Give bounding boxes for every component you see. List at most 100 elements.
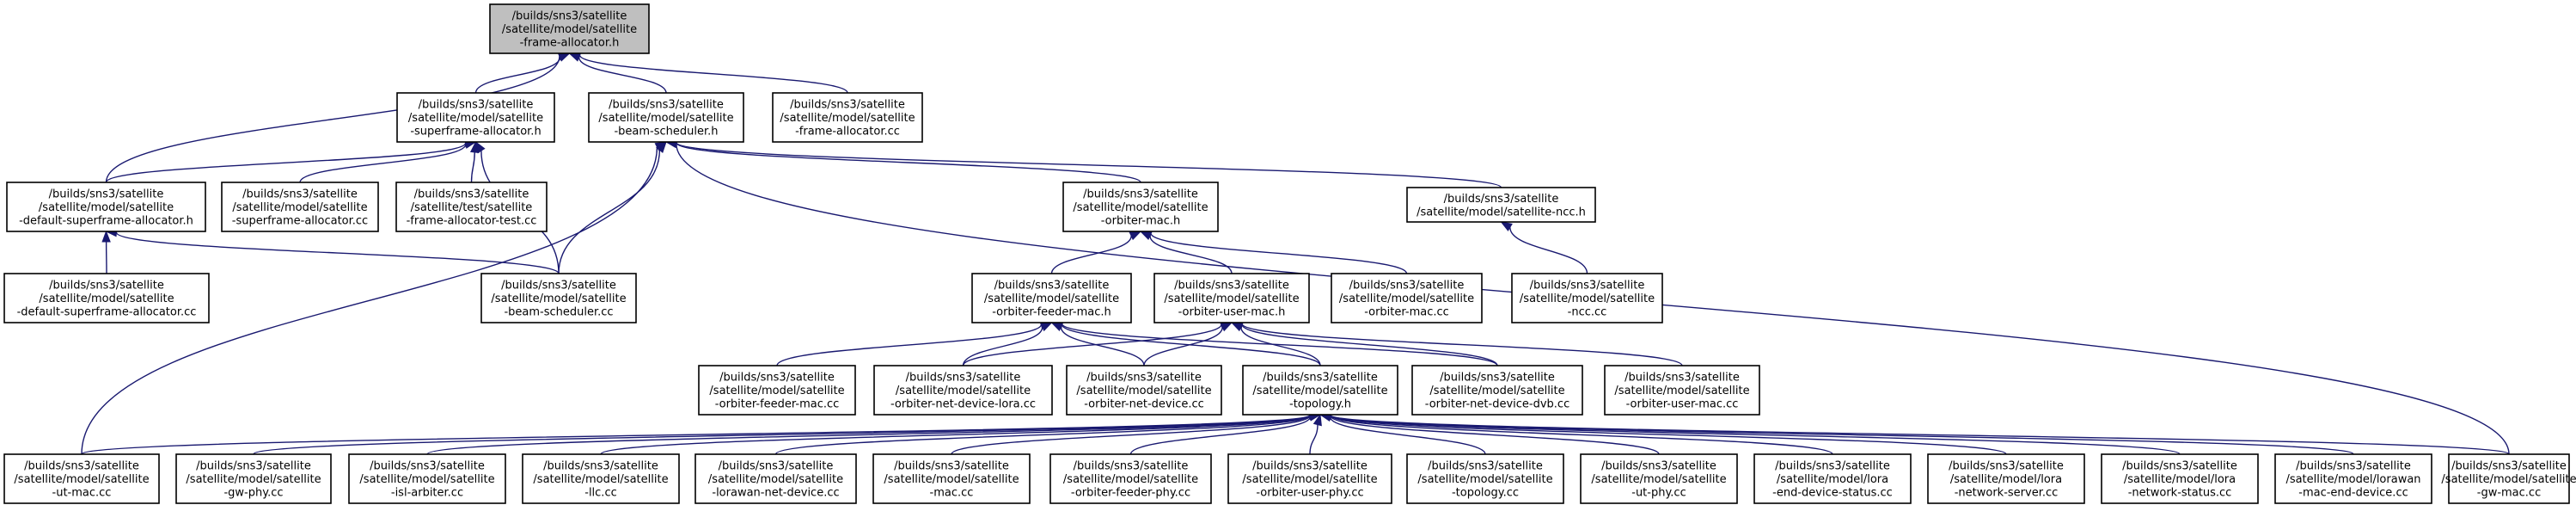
- node-box: [2274, 453, 2432, 504]
- node-label-line: /satellite/model/satellite: [408, 112, 543, 125]
- node-fat-cc[interactable]: /builds/sns3/satellite/satellite/test/sa…: [395, 182, 548, 232]
- node-box: [1604, 365, 1760, 416]
- node-ncc-cc[interactable]: /builds/sns3/satellite/satellite/model/s…: [1511, 273, 1663, 323]
- node-label-line: -orbiter-feeder-mac.cc: [715, 398, 840, 411]
- node-label-line: /builds/sns3/satellite: [419, 99, 534, 112]
- node-utmac-cc[interactable]: /builds/sns3/satellite/satellite/model/s…: [3, 453, 160, 504]
- edge-line: [1329, 416, 1486, 455]
- node-label-line: /satellite/model/satellite: [1242, 473, 1377, 486]
- edge-line: [676, 142, 1502, 188]
- node-label-line: -end-device-status.cc: [1772, 487, 1893, 500]
- node-box: [1406, 453, 1564, 504]
- node-gwmac-cc[interactable]: /builds/sns3/satellite/satellite/model/s…: [2441, 453, 2576, 504]
- node-utphy-cc[interactable]: /builds/sns3/satellite/satellite/model/s…: [1580, 453, 1738, 504]
- node-dsf-h[interactable]: /builds/sns3/satellite/satellite/model/s…: [6, 182, 206, 232]
- node-om-cc[interactable]: /builds/sns3/satellite/satellite/model/s…: [1331, 273, 1483, 323]
- node-oup-cc[interactable]: /builds/sns3/satellite/satellite/model/s…: [1227, 453, 1392, 504]
- node-label-line: /builds/sns3/satellite: [49, 280, 164, 293]
- node-sf-h[interactable]: /builds/sns3/satellite/satellite/model/s…: [396, 92, 555, 143]
- node-oum-cc[interactable]: /builds/sns3/satellite/satellite/model/s…: [1604, 365, 1760, 416]
- edge-line: [1149, 235, 1233, 274]
- edge-line: [81, 414, 1311, 455]
- node-llc-cc[interactable]: /builds/sns3/satellite/satellite/model/s…: [522, 453, 680, 504]
- edge-bs-h-to-root: [568, 52, 667, 94]
- node-lnd-cc[interactable]: /builds/sns3/satellite/satellite/model/s…: [694, 453, 857, 504]
- node-label-line: /builds/sns3/satellite: [2451, 460, 2567, 473]
- node-label-line: /satellite/model/satellite: [1614, 385, 1749, 397]
- node-label-line: /satellite/model/satellite: [2441, 473, 2576, 486]
- node-ondd-cc[interactable]: /builds/sns3/satellite/satellite/model/s…: [1411, 365, 1583, 416]
- node-label-line: /satellite/model/satellite: [708, 473, 843, 486]
- node-root[interactable]: /builds/sns3/satellite/satellite/model/s…: [489, 3, 650, 54]
- node-gwphy-cc[interactable]: /builds/sns3/satellite/satellite/model/s…: [175, 453, 332, 504]
- node-ofm-cc[interactable]: /builds/sns3/satellite/satellite/model/s…: [698, 365, 856, 416]
- node-topo-cc[interactable]: /builds/sns3/satellite/satellite/model/s…: [1406, 453, 1564, 504]
- node-fa-cc[interactable]: /builds/sns3/satellite/satellite/model/s…: [772, 92, 923, 143]
- node-om-h[interactable]: /builds/sns3/satellite/satellite/model/s…: [1062, 182, 1219, 232]
- node-box: [396, 92, 555, 143]
- node-ncc-h[interactable]: /builds/sns3/satellite/satellite/model/s…: [1406, 187, 1596, 223]
- node-box: [1066, 365, 1222, 416]
- node-nst-cc[interactable]: /builds/sns3/satellite/satellite/model/l…: [2101, 453, 2259, 504]
- node-label-line: /builds/sns3/satellite: [2296, 460, 2411, 473]
- node-label-line: -default-superframe-allocator.cc: [17, 306, 197, 319]
- node-label-line: /builds/sns3/satellite: [2122, 460, 2237, 473]
- node-label-line: -orbiter-feeder-mac.h: [992, 306, 1111, 319]
- edge-line: [470, 151, 475, 183]
- edge-arrowhead: [474, 140, 486, 154]
- node-ondl-cc[interactable]: /builds/sns3/satellite/satellite/model/s…: [873, 365, 1053, 416]
- edge-sf-cc-to-sf-h: [299, 139, 477, 183]
- edge-ondd-cc-to-oum-h: [1230, 319, 1498, 366]
- node-box: [221, 182, 379, 232]
- node-sf-cc[interactable]: /builds/sns3/satellite/satellite/model/s…: [221, 182, 379, 232]
- node-label-line: -gw-phy.cc: [223, 487, 283, 500]
- node-eds-cc[interactable]: /builds/sns3/satellite/satellite/model/l…: [1753, 453, 1912, 504]
- node-box: [3, 453, 160, 504]
- node-label-line: /satellite/model/satellite: [1339, 293, 1474, 305]
- edge-line: [105, 142, 467, 183]
- node-dsf-cc[interactable]: /builds/sns3/satellite/satellite/model/s…: [3, 273, 210, 323]
- node-box: [694, 453, 857, 504]
- node-label-line: /builds/sns3/satellite: [1252, 460, 1368, 473]
- node-isl-cc[interactable]: /builds/sns3/satellite/satellite/model/s…: [348, 453, 506, 504]
- node-box: [480, 273, 637, 323]
- node-ofp-cc[interactable]: /builds/sns3/satellite/satellite/model/s…: [1049, 453, 1212, 504]
- node-oum-h[interactable]: /builds/sns3/satellite/satellite/model/s…: [1153, 273, 1310, 323]
- node-box: [1580, 453, 1738, 504]
- node-box: [175, 453, 332, 504]
- node-label-line: /builds/sns3/satellite: [1444, 193, 1559, 206]
- node-box: [1406, 187, 1596, 223]
- node-ofm-h[interactable]: /builds/sns3/satellite/satellite/model/s…: [971, 273, 1132, 323]
- node-label-line: /builds/sns3/satellite: [609, 99, 724, 112]
- node-label-line: /satellite/model/satellite: [1591, 473, 1726, 486]
- node-med-cc[interactable]: /builds/sns3/satellite/satellite/model/l…: [2274, 453, 2432, 504]
- node-topo-h[interactable]: /builds/sns3/satellite/satellite/model/s…: [1242, 365, 1398, 416]
- edge-oum-h-to-om-h: [1139, 231, 1233, 274]
- node-ond-cc[interactable]: /builds/sns3/satellite/satellite/model/s…: [1066, 365, 1222, 416]
- node-label-line: /satellite/model/satellite: [232, 201, 367, 214]
- node-label-line: /satellite/model/lorawan: [2285, 473, 2420, 486]
- node-label-line: -mac.cc: [930, 487, 974, 500]
- node-bs-h[interactable]: /builds/sns3/satellite/satellite/model/s…: [588, 92, 744, 143]
- edge-line: [1509, 227, 1588, 274]
- node-label-line: /satellite/model/satellite: [896, 385, 1031, 397]
- node-label-line: /satellite/model/satellite: [984, 293, 1119, 305]
- node-label-line: -isl-arbiter.cc: [391, 487, 463, 500]
- node-bs-cc[interactable]: /builds/sns3/satellite/satellite/model/s…: [480, 273, 637, 323]
- node-ns-cc[interactable]: /builds/sns3/satellite/satellite/model/l…: [1927, 453, 2085, 504]
- node-label-line: /builds/sns3/satellite: [906, 372, 1021, 385]
- edge-ondl-cc-to-ofm-h: [962, 322, 1053, 366]
- edge-utmac-cc-to-topo-h: [81, 410, 1322, 455]
- node-label-line: -gw-mac.cc: [2477, 487, 2541, 500]
- node-label-line: -orbiter-net-device.cc: [1084, 398, 1204, 411]
- edge-line: [962, 323, 1222, 366]
- node-mac-cc[interactable]: /builds/sns3/satellite/satellite/model/s…: [872, 453, 1031, 504]
- node-label-line: -orbiter-user-mac.cc: [1626, 398, 1739, 411]
- node-box: [348, 453, 506, 504]
- node-label-line: /builds/sns3/satellite: [790, 99, 905, 112]
- node-label-line: -orbiter-mac.cc: [1364, 306, 1449, 319]
- node-label-line: /builds/sns3/satellite: [1949, 460, 2064, 473]
- node-label-line: /builds/sns3/satellite: [242, 188, 358, 201]
- edge-fa-cc-to-root: [568, 50, 848, 94]
